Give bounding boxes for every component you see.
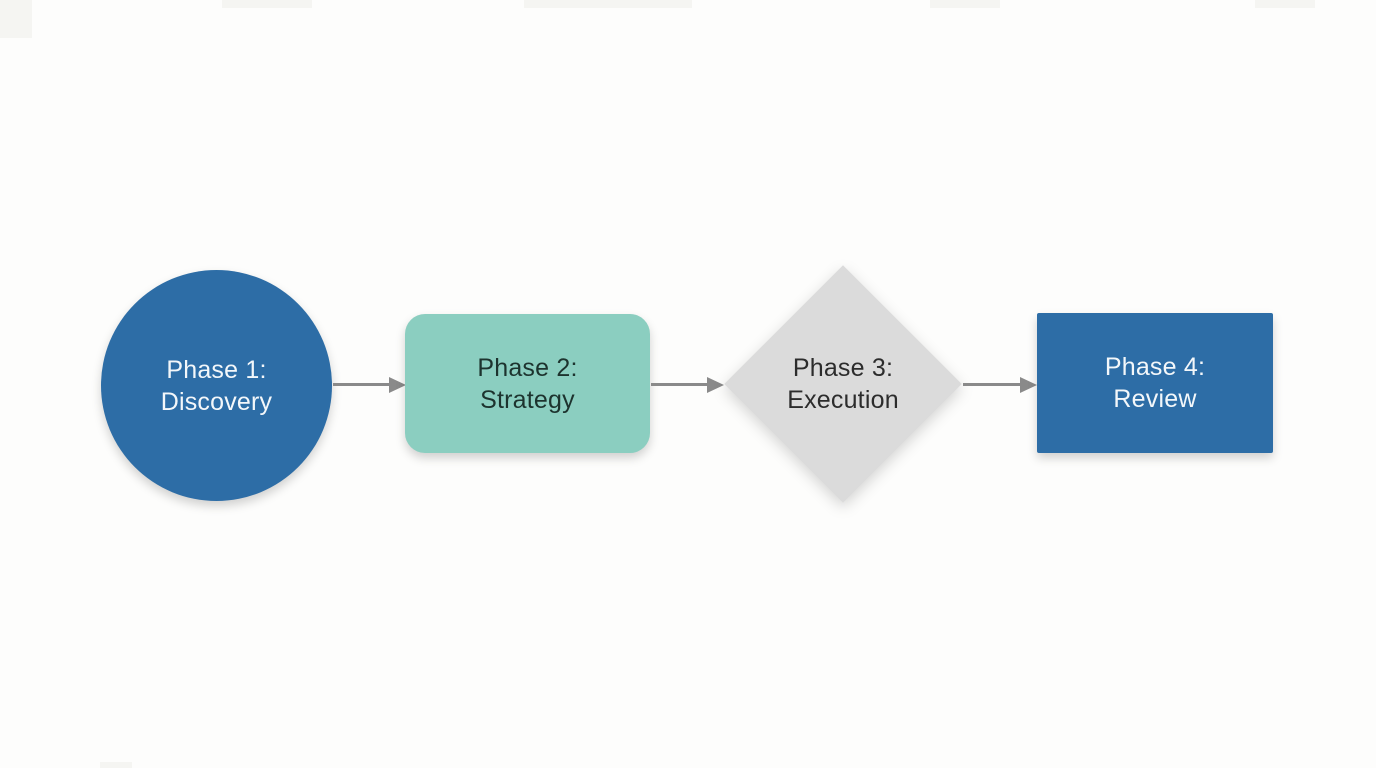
arrow-line (963, 382, 1020, 387)
edge-artifact (0, 0, 32, 38)
node-label-line: Phase 3: (792, 354, 894, 382)
flowchart-node-phase-1-discovery[interactable]: Phase 1: Discovery (101, 270, 332, 501)
node-label-line: Phase 2: (477, 353, 578, 382)
node-label-line: Review (1113, 385, 1197, 413)
connector-arrow-3 (963, 376, 1037, 393)
edge-artifact (222, 0, 312, 8)
connector-arrow-2 (651, 376, 724, 393)
node-label: Phase 3: Execution (743, 344, 943, 424)
edge-artifact (1255, 0, 1315, 8)
flowchart-node-phase-2-strategy[interactable]: Phase 2: Strategy (405, 314, 650, 453)
edge-artifact (524, 0, 692, 8)
arrow-line (651, 382, 707, 387)
node-label: Phase 2: Strategy (477, 352, 577, 416)
node-label-line: Phase 1: (166, 355, 267, 384)
node-label-line: Strategy (480, 385, 575, 414)
edge-artifact (930, 0, 1000, 8)
node-label: Phase 1: Discovery (161, 354, 273, 418)
edge-artifact (100, 762, 132, 768)
flowchart-node-phase-4-review[interactable]: Phase 4: Review (1037, 313, 1273, 453)
connector-arrow-1 (333, 376, 406, 393)
node-label-line: Execution (787, 386, 899, 414)
arrow-head-icon (1020, 376, 1037, 393)
node-label-line: Phase 4: (1104, 353, 1206, 381)
arrow-line (333, 382, 389, 387)
arrow-head-icon (389, 376, 406, 393)
node-label: Phase 4: Review (1105, 351, 1205, 415)
arrow-head-icon (707, 376, 724, 393)
node-label-line: Discovery (160, 387, 273, 416)
